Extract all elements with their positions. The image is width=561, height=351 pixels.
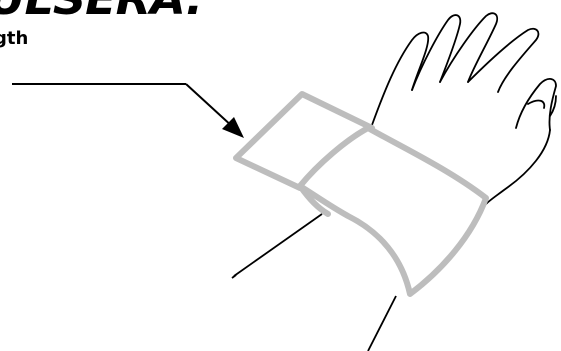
arrow-icon bbox=[12, 84, 244, 138]
